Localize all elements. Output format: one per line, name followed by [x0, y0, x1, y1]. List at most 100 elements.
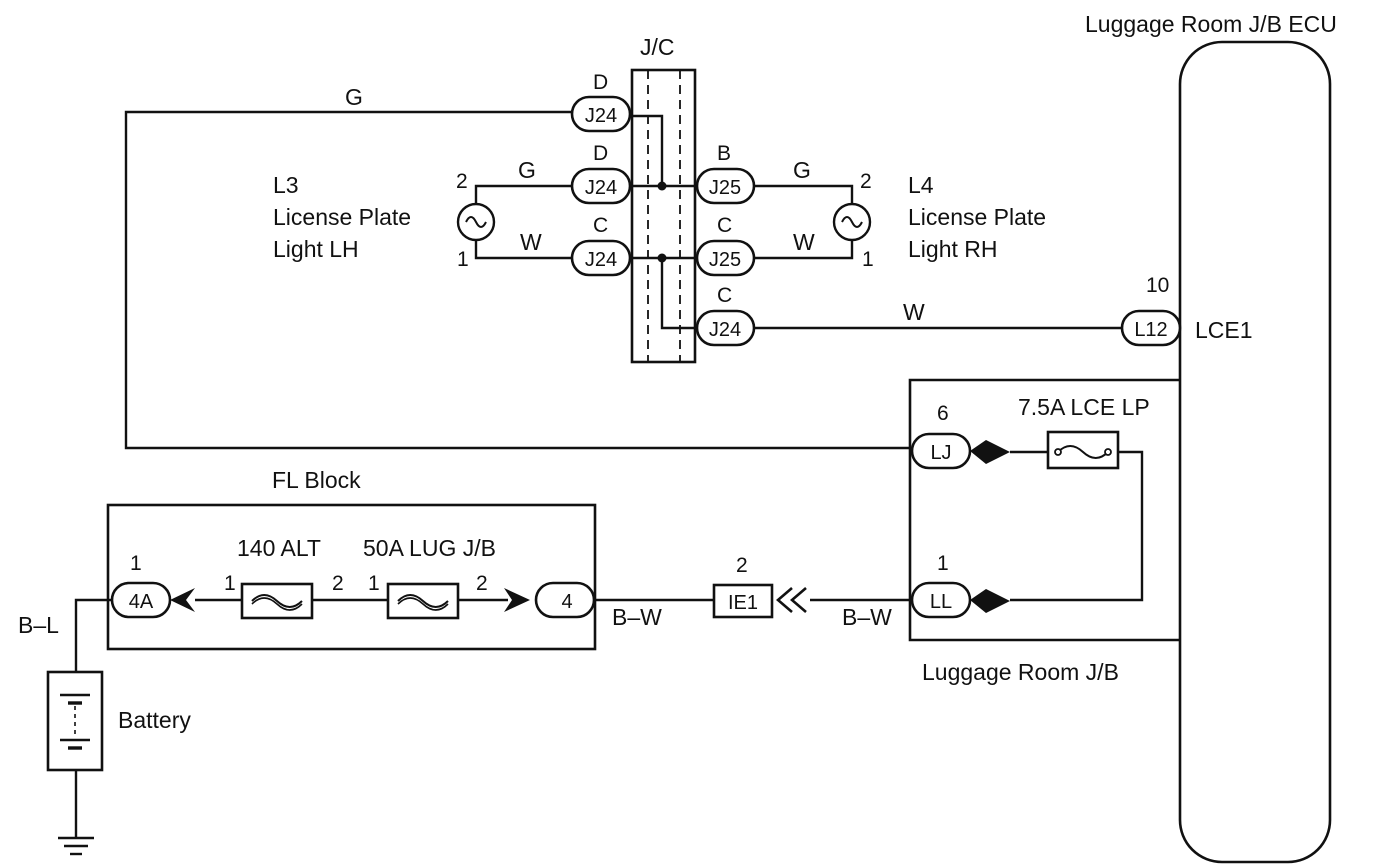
l4-line2: Light RH	[908, 236, 997, 262]
jc-bus-lower	[660, 258, 697, 330]
wire-color-w-l4: W	[793, 229, 815, 255]
lamp-l4-filament	[841, 216, 863, 228]
pin-l4-top: 2	[860, 170, 872, 193]
connector-j24-low	[570, 239, 632, 277]
connector-j25-low-label: J25	[709, 249, 741, 271]
pin-4a: 1	[130, 552, 142, 575]
fuse-50a-lug-icon-b	[397, 597, 449, 611]
l12-connector-group: L12 10	[1120, 274, 1182, 347]
arrow-4a-icon	[170, 588, 195, 612]
fuse-lce-lp-term-left	[1054, 448, 1062, 456]
luggage-room-jb: Luggage Room J/B 7.5A LCE LP LJ 6 LL 1	[908, 378, 1180, 685]
arrow-lj-icon	[970, 440, 1010, 464]
wire-color-w-l3: W	[520, 229, 542, 255]
fl-block-outline	[106, 503, 597, 651]
fuse-140-alt-label: 140 ALT	[237, 535, 321, 561]
connector-j24-mid	[570, 167, 632, 205]
arrow-4-icon	[504, 588, 530, 612]
pin-l4-bot: 1	[862, 248, 874, 271]
connector-j24-right-label: J24	[709, 319, 741, 341]
wire-fuse-ll	[1010, 450, 1144, 602]
connector-ll-label: LL	[930, 591, 952, 613]
connector-j24-top-label: J24	[585, 105, 617, 127]
pin-j24-top: D	[593, 71, 608, 94]
jc-bus-upper	[630, 114, 697, 188]
wire-l4-w	[754, 239, 854, 260]
wire-color-bl: B–L	[18, 612, 59, 638]
battery-label: Battery	[118, 707, 191, 733]
ecu-terminal-label: LCE1	[1195, 317, 1253, 343]
l3-line2: Light LH	[273, 236, 359, 262]
fl-block-label: FL Block	[272, 467, 361, 493]
connector-lj-label: LJ	[930, 442, 951, 464]
fuse-140-alt	[240, 582, 314, 620]
luggage-jb-outline	[908, 378, 1180, 642]
jc-splice-dot-upper	[657, 181, 667, 191]
battery-group: Battery	[46, 670, 191, 856]
connector-j25-top	[695, 167, 756, 205]
jc-body	[630, 68, 697, 364]
l4-id: L4	[908, 172, 934, 198]
battery-icon	[46, 670, 104, 772]
l3-license-plate-light-lh: L3 License Plate Light LH 2 1	[273, 170, 496, 271]
arrow-ll-icon	[970, 589, 1010, 613]
chevron-left-icon-1	[776, 587, 793, 613]
connector-j24-right	[695, 309, 756, 347]
wire-color-bw-right: B–W	[842, 604, 892, 630]
connector-j24-mid-label: J24	[585, 177, 617, 199]
l4-license-plate-light-rh: L4 License Plate Light RH 2 1	[832, 170, 1046, 271]
luggage-jb-label: Luggage Room J/B	[922, 659, 1119, 685]
wire-color-labels: G G W G W W B–L B–W B–W	[18, 84, 925, 638]
pin-alt-out: 2	[332, 572, 344, 595]
wire-color-g-l3: G	[518, 157, 536, 183]
connector-4a-label: 4A	[129, 591, 154, 613]
fl-block: FL Block 4A 1 140 ALT 1 2 50A LUG J/B 1 …	[106, 467, 597, 651]
connector-4-label: 4	[561, 591, 572, 613]
fuse-lce-lp-icon	[1057, 445, 1109, 459]
wire-color-g-l4: G	[793, 157, 811, 183]
pin-ll: 1	[937, 552, 949, 575]
pin-j24-low: C	[593, 214, 608, 237]
wire-color-bw-left: B–W	[612, 604, 662, 630]
ecu-title: Luggage Room J/B ECU	[1085, 11, 1337, 37]
pin-j25-low: C	[717, 214, 732, 237]
ecu-body	[1178, 40, 1332, 864]
fuse-50a-lug	[386, 582, 460, 620]
ecu-block: Luggage Room J/B ECU LCE1	[1085, 11, 1337, 864]
pin-l3-bot: 1	[457, 248, 469, 271]
fuse-50a-lug-label: 50A LUG J/B	[363, 535, 496, 561]
fuse-lce-lp-label: 7.5A LCE LP	[1018, 394, 1150, 420]
connector-4	[534, 581, 596, 619]
wire-l3-w	[474, 239, 572, 260]
wire-g-top-loop	[124, 110, 912, 450]
chevron-left-icon-2	[790, 587, 807, 613]
jc-connectors: J24 D J24 D J24 C J25 B J25 C J24 C	[570, 71, 756, 347]
pin-l3-top: 2	[456, 170, 468, 193]
fuse-lce-lp	[1046, 430, 1120, 470]
fuse-50a-lug-icon	[397, 594, 449, 608]
pin-l12: 10	[1146, 274, 1169, 297]
lamp-l3-filament	[465, 216, 487, 228]
l3-line1: License Plate	[273, 204, 411, 230]
wire-bl	[74, 598, 112, 672]
pin-j24-right: C	[717, 284, 732, 307]
pin-lug-out: 2	[476, 572, 488, 595]
fuse-140-alt-icon-b	[251, 597, 303, 611]
l4-line1: License Plate	[908, 204, 1046, 230]
connector-ie1	[712, 583, 774, 619]
connector-j24-top	[570, 95, 632, 133]
pin-alt-in: 1	[224, 572, 236, 595]
wire-color-w-ecu: W	[903, 299, 925, 325]
fuse-140-alt-icon	[251, 594, 303, 608]
pin-j25-top: B	[717, 142, 731, 165]
pin-ie1: 2	[736, 554, 748, 577]
connector-ie1-label: IE1	[728, 592, 758, 614]
connector-l12-label: L12	[1134, 319, 1167, 341]
wire-l3-g	[474, 184, 572, 205]
pin-lug-in: 1	[368, 572, 380, 595]
connector-j24-low-label: J24	[585, 249, 617, 271]
ie1-connector-group: IE1 2	[712, 554, 807, 619]
connector-j25-top-label: J25	[709, 177, 741, 199]
connector-j25-low	[695, 239, 756, 277]
